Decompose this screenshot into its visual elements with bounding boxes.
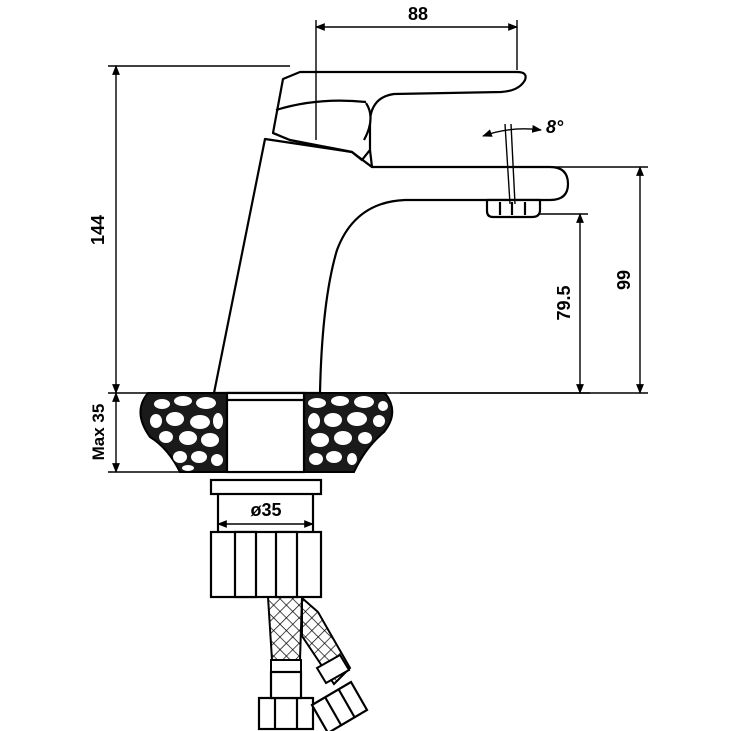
faucet-body: [212, 137, 570, 395]
dim-angle: 8°: [546, 117, 564, 137]
dimension-lines: [108, 20, 648, 528]
flexible-hoses: [266, 595, 352, 686]
dim-total-height: 144: [88, 215, 108, 245]
dim-spout-height: 99: [614, 270, 634, 290]
fixing-nut: [209, 530, 323, 599]
lever-handle: [271, 70, 527, 169]
hose-left: [266, 596, 304, 661]
dim-top-width: 88: [408, 4, 428, 24]
countertop-section: [139, 392, 394, 473]
hose-nuts: [257, 670, 369, 731]
mounting-stud: [209, 391, 323, 532]
dim-outlet-height: 79.5: [554, 285, 574, 320]
dim-max-thickness: Max 35: [89, 404, 108, 461]
dim-diameter: ø35: [250, 500, 281, 520]
